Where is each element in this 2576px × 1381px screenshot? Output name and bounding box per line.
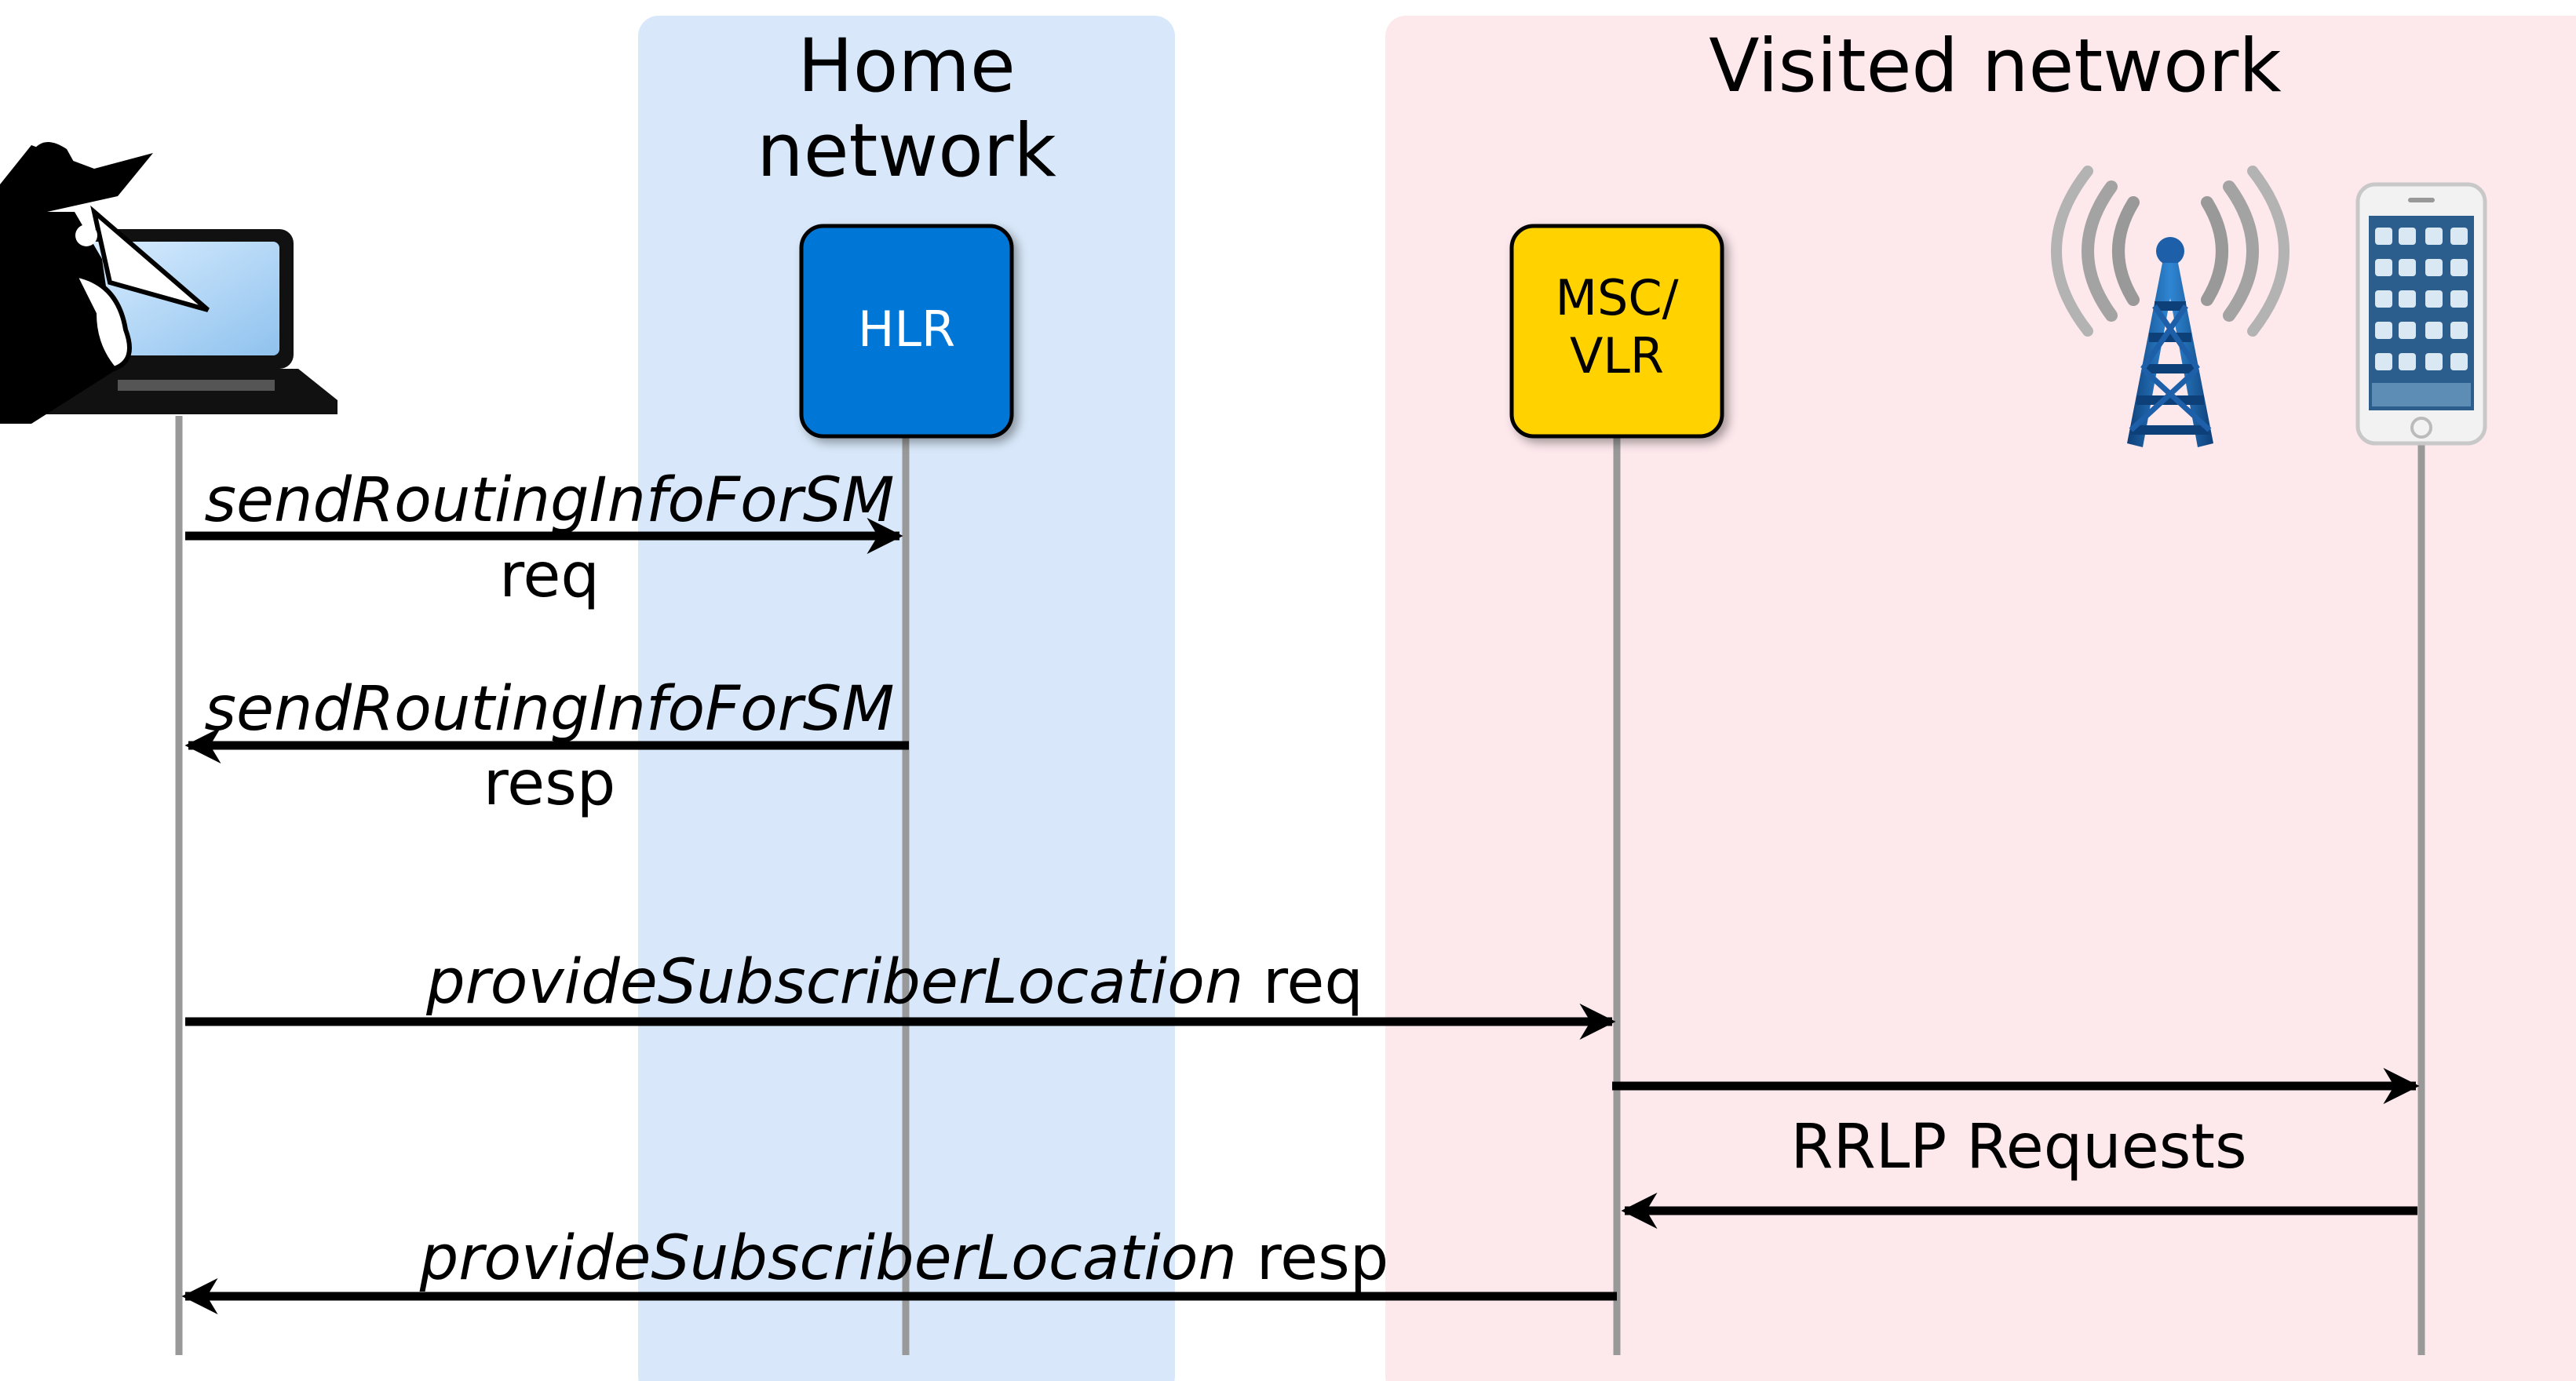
msg-psl-req-suffix: req xyxy=(1243,947,1363,1018)
msg-sri-resp-suffix: resp xyxy=(483,749,616,819)
msg-sri-req-name: sendRoutingInfoForSM xyxy=(204,465,894,536)
msg-psl-resp-suffix: resp xyxy=(1237,1223,1388,1294)
msc-label-line1: MSC/ xyxy=(1555,269,1678,326)
hlr-label: HLR xyxy=(858,301,955,358)
msg-sri-req-suffix: req xyxy=(499,541,600,611)
msg-psl-resp-name: provideSubscriberLocation xyxy=(419,1223,1237,1294)
home-network-title: Home xyxy=(797,24,1016,109)
msg-rrlp-label: RRLP Requests xyxy=(1790,1112,2246,1182)
smartphone-icon xyxy=(2355,182,2487,446)
hlr-node: HLR xyxy=(799,224,1014,439)
msg-psl-req-name: provideSubscriberLocation xyxy=(425,947,1243,1018)
msc-vlr-node: MSC/ VLR xyxy=(1509,224,1724,439)
msc-label-line2: VLR xyxy=(1570,327,1664,384)
home-network-title-line2: network xyxy=(757,108,1056,194)
msg-psl-req-label: provideSubscriberLocation req xyxy=(425,947,1363,1018)
visited-network-title: Visited network xyxy=(1709,24,2282,109)
cell-tower-icon xyxy=(2051,166,2290,447)
msg-sri-resp-name: sendRoutingInfoForSM xyxy=(204,674,894,745)
msg-psl-resp-label: provideSubscriberLocation resp xyxy=(419,1223,1389,1294)
spy-with-laptop-icon xyxy=(0,142,338,424)
